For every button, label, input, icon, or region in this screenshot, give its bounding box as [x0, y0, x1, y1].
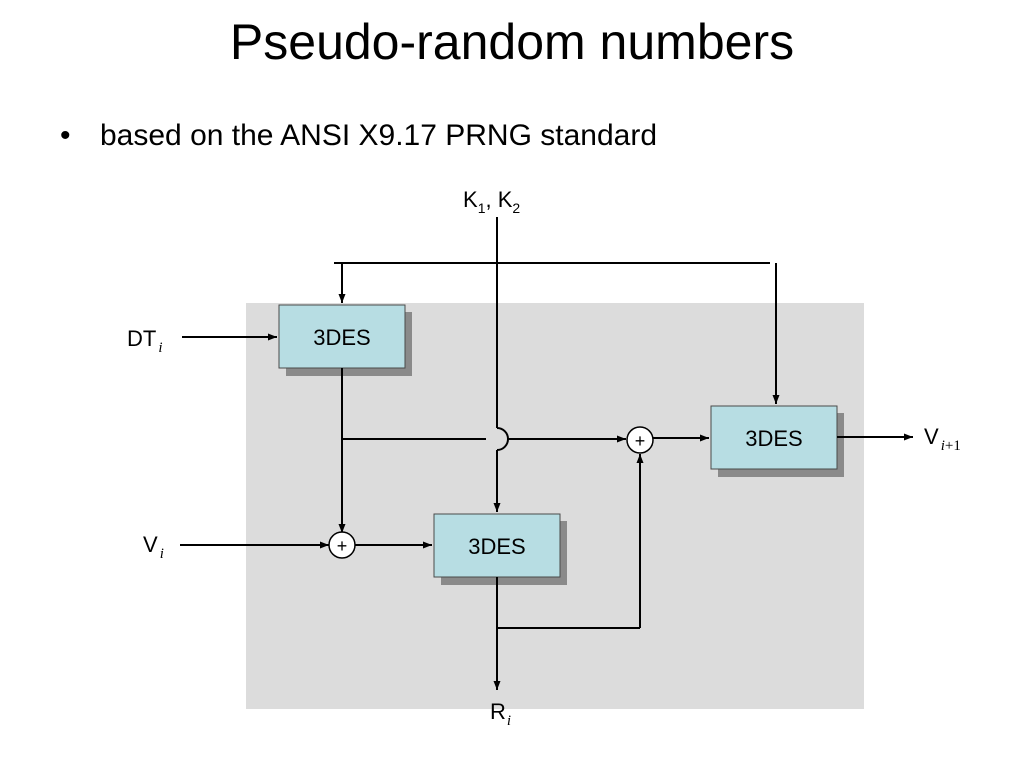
r-label: Ri [490, 699, 511, 729]
connectors [180, 217, 913, 690]
xor-lower-circle [328, 531, 356, 559]
key-separator: , [485, 187, 497, 212]
key-k1: K [463, 187, 478, 212]
v-next-sub-index: i [941, 438, 945, 454]
slide-title: Pseudo-random numbers [229, 14, 795, 70]
key-k1-sub: 1 [478, 200, 486, 216]
block-bottom-middle-label: 3DES [468, 534, 525, 559]
block-right: 3DES [710, 405, 838, 470]
block-bottom-middle-box [433, 513, 561, 578]
bullet-text: based on the ANSI X9.17 PRNG standard [100, 119, 658, 152]
xor-upper: + [626, 426, 654, 454]
xor-lower-symbol: + [337, 536, 348, 556]
xor-lower: + [328, 531, 356, 559]
block-top-left-box [278, 304, 406, 369]
v-next-sub-rest: +1 [945, 438, 961, 454]
bullet-point: • based on the ANSI X9.17 PRNG standard [60, 116, 657, 156]
bullet-marker: • [60, 119, 71, 152]
key-k2: K [498, 187, 513, 212]
block-top-left-label: 3DES [313, 325, 370, 350]
key-k2-sub: 2 [512, 200, 520, 216]
v-next-main: V [924, 424, 939, 449]
v-sub: i [160, 546, 164, 562]
block-right-label: 3DES [745, 426, 802, 451]
key-label: K1, K2 [463, 187, 520, 216]
r-main: R [490, 699, 506, 724]
dt-sub: i [158, 340, 162, 356]
xor-upper-symbol: + [635, 431, 646, 451]
v-main: V [143, 532, 158, 557]
r-sub: i [507, 713, 511, 729]
dt-main: DT [127, 326, 156, 351]
block-bottom-middle: 3DES [433, 513, 561, 578]
block-top-left: 3DES [278, 304, 406, 369]
xor-upper-circle [626, 426, 654, 454]
key-line-hop [496, 427, 509, 451]
